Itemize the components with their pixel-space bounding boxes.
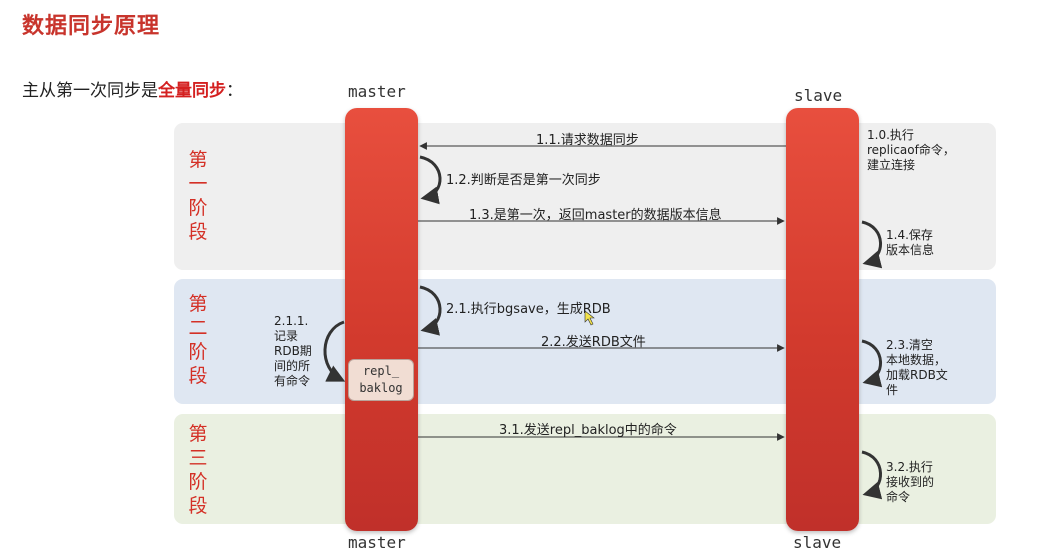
- cursor-icon: [584, 310, 595, 326]
- stage-label-3-char: 阶: [188, 471, 208, 493]
- note-2-3-line: 2.3.清空: [886, 338, 933, 352]
- stage-label-1-char: 第: [188, 149, 208, 171]
- subtitle-prefix: 主从第一次同步是: [22, 81, 158, 101]
- message-2-1: 2.1.执行bgsave，生成RDB: [446, 302, 611, 317]
- lane-label-slave-bottom: slave: [793, 533, 842, 552]
- repl-backlog-box: repl_ baklog: [348, 359, 414, 401]
- stage-label-3-char: 段: [188, 495, 208, 517]
- stage-label-2-char: 阶: [188, 341, 208, 363]
- subtitle-suffix: ：: [226, 81, 243, 101]
- stage-label-3-char: 三: [188, 447, 208, 469]
- message-1-3: 1.3.是第一次，返回master的数据版本信息: [469, 208, 722, 223]
- message-2-2: 2.2.发送RDB文件: [541, 335, 646, 350]
- stage-band-1: [174, 123, 996, 270]
- note-1-0: 1.0.执行 replicaof命令， 建立连接: [867, 128, 955, 173]
- note-1-0-line: 建立连接: [867, 158, 916, 172]
- stage-band-3: [174, 414, 996, 524]
- note-3-2-line: 3.2.执行: [886, 460, 933, 474]
- stage-label-1-char: 阶: [188, 197, 208, 219]
- note-2-3-line: 件: [886, 383, 899, 397]
- note-2-1-1-line: 记录: [274, 329, 299, 343]
- note-1-0-line: 1.0.执行: [867, 128, 914, 142]
- message-1-2: 1.2.判断是否是第一次同步: [446, 173, 601, 188]
- note-2-1-1-line: 间的所: [274, 359, 311, 373]
- self-loop-3-2: [861, 450, 883, 500]
- message-3-1: 3.1.发送repl_baklog中的命令: [499, 423, 677, 438]
- note-1-4-line: 版本信息: [886, 243, 935, 257]
- slave-lifeline: [786, 108, 859, 531]
- subtitle-highlight: 全量同步: [158, 81, 226, 101]
- stage-label-1: 第 一 阶 段: [182, 148, 214, 244]
- stage-label-1-char: 一: [188, 173, 208, 195]
- note-3-2-line: 命令: [886, 490, 911, 504]
- note-2-1-1-line: 2.1.1.: [274, 314, 309, 328]
- note-2-3: 2.3.清空 本地数据， 加载RDB文 件: [886, 338, 948, 398]
- backlog-line: baklog: [359, 381, 403, 395]
- note-3-2: 3.2.执行 接收到的 命令: [886, 460, 934, 505]
- lane-label-master-bottom: master: [348, 533, 406, 552]
- message-1-1: 1.1.请求数据同步: [536, 133, 639, 148]
- stage-label-1-char: 段: [188, 221, 208, 243]
- note-1-4-line: 1.4.保存: [886, 228, 933, 242]
- lane-label-slave-top: slave: [794, 86, 843, 105]
- note-2-3-line: 加载RDB文: [886, 368, 948, 382]
- note-3-2-line: 接收到的: [886, 475, 935, 489]
- stage-label-3-char: 第: [188, 423, 208, 445]
- self-loop-2-3: [861, 339, 883, 388]
- stage-label-2-char: 第: [188, 293, 208, 315]
- page-title: 数据同步原理: [22, 14, 161, 39]
- stage-band-2: [174, 279, 996, 404]
- subtitle: 主从第一次同步是全量同步：: [22, 76, 243, 101]
- stage-label-2-char: 段: [188, 365, 208, 387]
- note-2-3-line: 本地数据，: [886, 353, 947, 367]
- stage-label-2-char: 二: [188, 317, 208, 339]
- note-2-1-1-line: 有命令: [274, 374, 311, 388]
- note-1-0-line: replicaof命令，: [867, 143, 955, 157]
- lane-label-master-top: master: [348, 82, 406, 101]
- stage-label-2: 第 二 阶 段: [182, 292, 214, 388]
- stage-label-3: 第 三 阶 段: [182, 422, 214, 518]
- backlog-line: repl_: [362, 364, 400, 378]
- note-2-1-1: 2.1.1. 记录 RDB期 间的所 有命令: [274, 314, 312, 389]
- self-loop-2-1: [419, 285, 442, 336]
- self-loop-1-2: [419, 155, 442, 205]
- master-lifeline: [345, 108, 418, 531]
- self-loop-1-4: [861, 220, 883, 269]
- note-1-4: 1.4.保存 版本信息: [886, 228, 934, 258]
- note-2-1-1-line: RDB期: [274, 344, 312, 358]
- loop-2-1-1: [323, 320, 346, 382]
